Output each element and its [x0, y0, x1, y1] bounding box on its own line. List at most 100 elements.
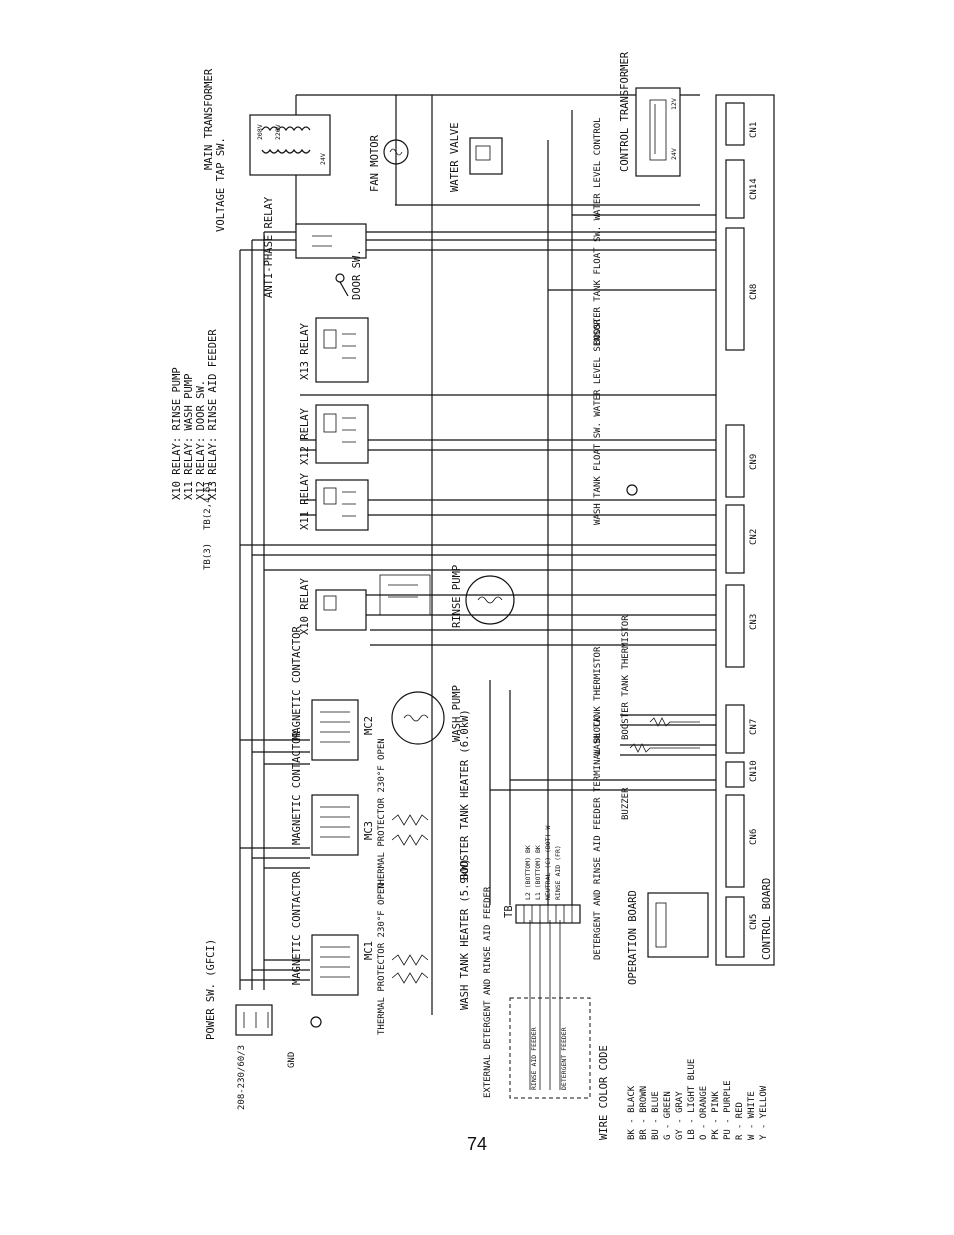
- power-supply-label: 208-230/60/3: [237, 1045, 247, 1110]
- connector-label: CN5: [749, 914, 759, 930]
- contactor-mc3: MAGNETIC CONTACTOR MC3: [291, 731, 375, 856]
- external-feeder: EXTERNAL DETERGENT AND RINSE AID FEEDER …: [483, 886, 591, 1099]
- power-switch-label: POWER SW. (GFCI): [205, 939, 217, 1040]
- relay-x11: X11 RELAY: [299, 472, 369, 531]
- thermal-protector-mc1: THERMAL PROTECTOR 230°F OPEN: [377, 883, 387, 1035]
- control-board-label: CONTROL BOARD: [761, 878, 773, 960]
- anti-phase-relay-label: ANTI-PHASE RELAY: [263, 196, 275, 298]
- fan-motor: FAN MOTOR: [369, 134, 409, 192]
- relay-x11-label: X11 RELAY: [299, 472, 311, 530]
- connector-label: CN3: [749, 614, 759, 630]
- rinse-pump: RINSE PUMP: [451, 565, 515, 628]
- relay-x12: X12 RELAY: [299, 404, 369, 465]
- operation-board-label: OPERATION BOARD: [627, 890, 639, 985]
- control-transformer-spec2: 24V: [670, 148, 678, 160]
- connector-label: CN1: [749, 122, 759, 138]
- buzzer-label: BUZZER: [621, 787, 631, 820]
- contactor-mc1: MAGNETIC CONTACTOR MC1: [291, 871, 375, 996]
- tb-line: NEUTRAL (C) (BOT) W: [544, 826, 552, 900]
- rinse-pump-label: RINSE PUMP: [451, 565, 463, 628]
- contactor-mc2: MAGNETIC CONTACTOR MC2: [291, 626, 375, 761]
- tb-line: RINSE AID (FR): [554, 845, 562, 900]
- wire-code-entry: R - RED: [735, 1102, 745, 1140]
- wash-pump: WASH PUMP: [391, 685, 463, 745]
- relay-x12-label: X12 RELAY: [299, 407, 311, 465]
- external-feeder-title: EXTERNAL DETERGENT AND RINSE AID FEEDER: [483, 886, 493, 1098]
- power-switch: POWER SW. (GFCI) 208-230/60/3 GND: [205, 939, 322, 1110]
- fan-motor-label: FAN MOTOR: [369, 134, 381, 192]
- wire-code-entry: BR - BROWN: [639, 1086, 649, 1140]
- door-switch: DOOR SW.: [335, 249, 363, 300]
- relay-x10-label: X10 RELAY: [299, 577, 311, 635]
- wire-code-entry: Y - YELLOW: [759, 1085, 769, 1140]
- wash-thermistor-symbol: [629, 743, 700, 753]
- wire-code-entry: GY - GRAY: [675, 1091, 685, 1140]
- wire-code-entry: LB - LIGHT BLUE: [687, 1059, 697, 1140]
- terminal-tb-top: TB(3): [203, 543, 213, 570]
- wire-code-entry: W - WHITE: [747, 1091, 757, 1140]
- page-number: 74: [466, 1134, 488, 1154]
- booster-thermistor-symbol: [649, 717, 700, 727]
- relay-x10: X10 RELAY: [299, 574, 431, 635]
- transformer-tap-secondary: 208V: [256, 124, 264, 140]
- wire-code-entry: BK - BLACK: [627, 1085, 637, 1140]
- connector-label: CN6: [749, 829, 759, 845]
- relay-legend: X10 RELAY: RINSE PUMP X11 RELAY: WASH PU…: [171, 329, 219, 500]
- booster-thermistor-label: BOOSTER TANK THERMISTOR: [621, 615, 631, 740]
- water-valve-label: WATER VALVE: [449, 122, 461, 192]
- main-transformer: MAIN TRANSFORMER 220V 208V 24V: [203, 68, 331, 176]
- connector-label: CN8: [749, 284, 759, 300]
- wire-code-title: WIRE COLOR CODE: [598, 1045, 610, 1140]
- connector-label: CN10: [749, 760, 759, 782]
- control-transformer-label: CONTROL TRANSFORMER: [619, 51, 631, 172]
- relay-legend-line: X10 RELAY: RINSE PUMP: [171, 367, 183, 500]
- float-switches-label: BOOSTER TANK FLOAT SW. WATER LEVEL CONTR…: [593, 117, 603, 345]
- wash-thermistor-label: WASH TANK THERMISTOR: [593, 646, 603, 755]
- detergent-feeder-label: DETERGENT FEEDER: [560, 1027, 568, 1090]
- water-valve: WATER VALVE: [449, 122, 503, 192]
- connector-label: CN9: [749, 454, 759, 470]
- contactor-mc1-id: MC1: [363, 941, 375, 960]
- level-sensor-symbol: [626, 484, 638, 496]
- wire-code-entry: PK - PINK: [711, 1091, 721, 1140]
- door-switch-label: DOOR SW.: [351, 249, 363, 300]
- feeder-terminal-block: TB L2 (BOTTOM) BK L1 (BOTTOM) BK NEUTRAL…: [503, 716, 603, 960]
- contactor-mc3-id: MC3: [363, 821, 375, 840]
- wash-level-sensor-label: WASH TANK FLOAT SW. WATER LEVEL SENSOR: [593, 319, 603, 525]
- operation-board: OPERATION BOARD: [627, 890, 709, 985]
- terminal-tb-top2: TB(2,4,6): [203, 481, 213, 530]
- booster-heater-label: BOOSTER TANK HEATER (6.0kW): [459, 709, 471, 880]
- connector-label: CN7: [749, 719, 759, 735]
- wash-heater: WASH TANK HEATER (5.9kW) THERMAL PROTECT…: [377, 858, 471, 1035]
- wash-heater-label: WASH TANK HEATER (5.9kW): [459, 858, 471, 1010]
- tb-note: DETERGENT AND RINSE AID FEEDER TERMINAL …: [593, 716, 603, 960]
- wire-code-entry: PU - PURPLE: [723, 1080, 733, 1140]
- main-bus-lines: [239, 94, 700, 1015]
- relay-legend-line: X13 RELAY: RINSE AID FEEDER: [207, 329, 219, 500]
- wash-pump-label: WASH PUMP: [451, 685, 463, 742]
- anti-phase-relay: ANTI-PHASE RELAY: [263, 196, 367, 298]
- wire-code-entry: O - ORANGE: [699, 1086, 709, 1140]
- horizontal-wiring: [240, 214, 720, 981]
- booster-heater: BOOSTER TANK HEATER (6.0kW) THERMAL PROT…: [377, 709, 471, 890]
- ground-label: GND: [287, 1052, 297, 1068]
- transformer-tap-primary: 220V: [274, 124, 282, 140]
- voltage-tap-switch-label: VOLTAGE TAP SW.: [215, 137, 227, 232]
- thermal-protector-mc3: THERMAL PROTECTOR 230°F OPEN: [377, 738, 387, 890]
- rinse-aid-feeder-label: RINSE AID FEEDER: [530, 1027, 538, 1090]
- relay-x13-label: X13 RELAY: [299, 322, 311, 380]
- connector-label: CN14: [749, 178, 759, 200]
- relay-legend-line: X11 RELAY: WASH PUMP: [183, 374, 195, 500]
- transformer-title: MAIN TRANSFORMER: [203, 68, 215, 170]
- control-board: CONTROL BOARD CN1 CN14 CN8 CN9 CN2 CN3 C…: [715, 94, 775, 966]
- contactor-mc1-title: MAGNETIC CONTACTOR: [291, 871, 303, 985]
- contactor-mc2-id: MC2: [363, 716, 375, 735]
- contactor-mc2-title: MAGNETIC CONTACTOR: [291, 626, 303, 740]
- wire-color-legend: WIRE COLOR CODE BK - BLACK BR - BROWN BU…: [598, 1045, 769, 1140]
- tb-line: L2 (BOTTOM) BK: [524, 845, 532, 900]
- relay-x13: X13 RELAY: [299, 317, 369, 383]
- control-transformer-spec1: 12V: [670, 98, 678, 110]
- contactor-mc3-title: MAGNETIC CONTACTOR: [291, 731, 303, 845]
